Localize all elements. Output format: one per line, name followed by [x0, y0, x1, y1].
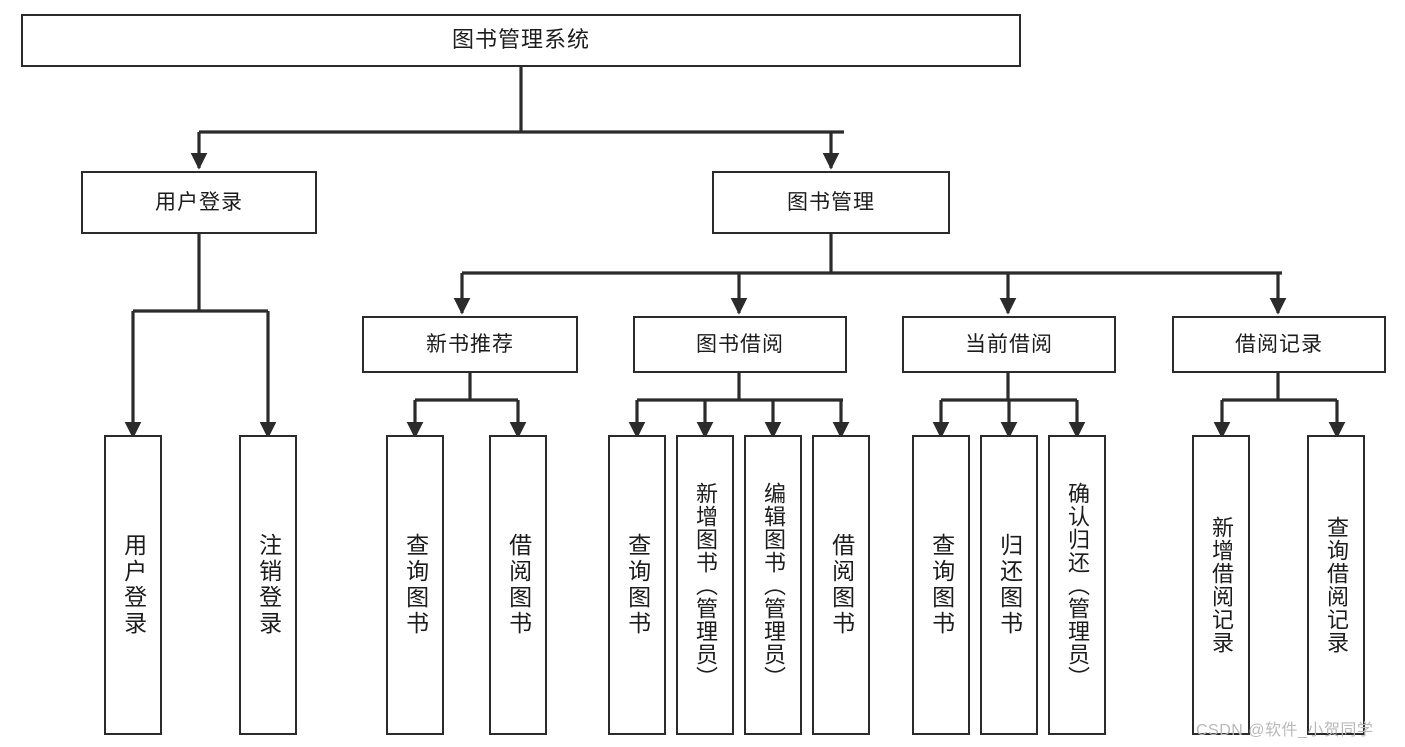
node-new-book-recommend-label: 新书推荐: [426, 332, 514, 356]
node-leaf-bookborrow-query[interactable]: 查询图书: [608, 435, 666, 735]
node-borrow-record-label: 借阅记录: [1235, 332, 1323, 356]
node-leaf-bookborrow-add-label: 新增图书（管理员）: [692, 481, 718, 689]
node-leaf-borrowrecord-add[interactable]: 新增借阅记录: [1192, 435, 1250, 735]
node-book-management-label: 图书管理: [787, 190, 875, 214]
node-leaf-currentborrow-query[interactable]: 查询图书: [912, 435, 970, 735]
node-user-login[interactable]: 用户登录: [81, 171, 317, 234]
node-leaf-currentborrow-confirm[interactable]: 确认归还（管理员）: [1048, 435, 1106, 735]
node-user-login-label: 用户登录: [155, 190, 243, 214]
node-leaf-currentborrow-query-label: 查询图书: [928, 533, 955, 637]
node-current-borrow[interactable]: 当前借阅: [902, 316, 1116, 373]
node-leaf-borrowrecord-query-label: 查询借阅记录: [1323, 516, 1349, 654]
node-book-borrow-label: 图书借阅: [696, 332, 784, 356]
node-leaf-user-login-signout[interactable]: 注销登录: [239, 435, 297, 735]
node-leaf-newbook-query[interactable]: 查询图书: [386, 435, 444, 735]
node-book-borrow[interactable]: 图书借阅: [633, 316, 847, 373]
node-book-management[interactable]: 图书管理: [712, 171, 950, 234]
node-root-system[interactable]: 图书管理系统: [21, 14, 1021, 67]
node-leaf-bookborrow-edit-label: 编辑图书（管理员）: [760, 481, 786, 689]
node-leaf-currentborrow-return[interactable]: 归还图书: [980, 435, 1038, 735]
node-leaf-borrowrecord-add-label: 新增借阅记录: [1208, 516, 1234, 654]
node-root-system-label: 图书管理系统: [451, 27, 590, 53]
node-leaf-bookborrow-query-label: 查询图书: [624, 533, 651, 637]
node-leaf-user-login-signout-label: 注销登录: [255, 533, 282, 637]
node-leaf-bookborrow-edit[interactable]: 编辑图书（管理员）: [744, 435, 802, 735]
node-borrow-record[interactable]: 借阅记录: [1172, 316, 1386, 373]
node-leaf-borrowrecord-query[interactable]: 查询借阅记录: [1307, 435, 1365, 735]
node-leaf-newbook-query-label: 查询图书: [402, 533, 429, 637]
node-leaf-newbook-borrow-label: 借阅图书: [505, 533, 532, 637]
node-new-book-recommend[interactable]: 新书推荐: [362, 316, 578, 373]
node-leaf-user-login-signin-label: 用户登录: [120, 533, 147, 637]
node-leaf-user-login-signin[interactable]: 用户登录: [104, 435, 162, 735]
node-leaf-currentborrow-return-label: 归还图书: [996, 533, 1023, 637]
node-leaf-bookborrow-borrow[interactable]: 借阅图书: [812, 435, 870, 735]
node-leaf-bookborrow-borrow-label: 借阅图书: [828, 533, 855, 637]
node-leaf-newbook-borrow[interactable]: 借阅图书: [489, 435, 547, 735]
node-leaf-currentborrow-confirm-label: 确认归还（管理员）: [1064, 481, 1090, 689]
node-leaf-bookborrow-add[interactable]: 新增图书（管理员）: [676, 435, 734, 735]
node-current-borrow-label: 当前借阅: [965, 332, 1053, 356]
